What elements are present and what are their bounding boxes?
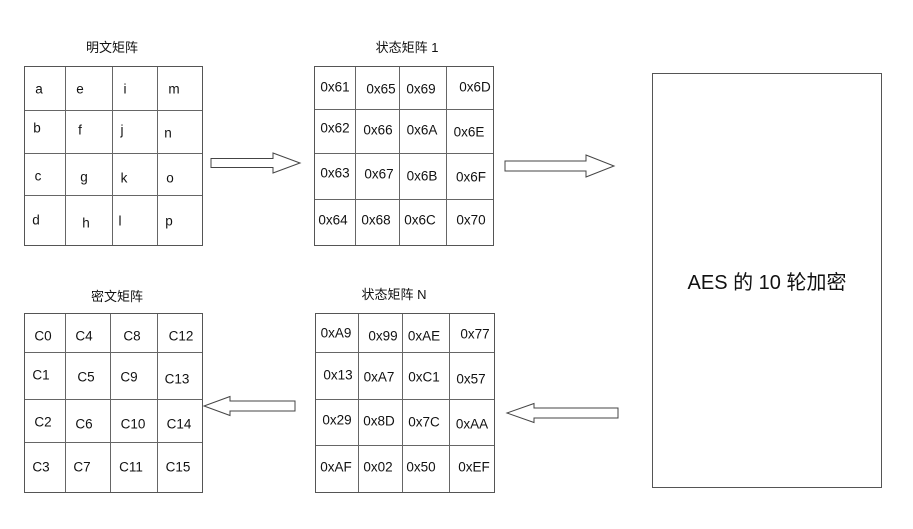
matrix-cell: C11	[119, 459, 143, 475]
matrix-cell: c	[34, 168, 42, 184]
matrix-cell: 0x13	[323, 367, 353, 383]
matrix-cell: C9	[120, 369, 138, 385]
matrix-cell: 0x50	[406, 459, 436, 475]
state-matrix-1-title: 状态矩阵 1	[375, 40, 439, 55]
matrix-cell: b	[33, 120, 41, 136]
right-arrow-icon	[210, 152, 302, 174]
matrix-cell: 0x7C	[408, 414, 440, 430]
matrix-cell: d	[32, 212, 40, 228]
matrix-cell: 0x6F	[455, 169, 487, 185]
left-arrow-icon	[202, 395, 296, 417]
matrix-cell: 0x77	[460, 326, 490, 342]
plaintext-matrix-title: 明文矩阵	[85, 40, 139, 55]
aes-encryption-label: AES 的 10 轮加密	[687, 272, 847, 294]
matrix-cell: 0x02	[363, 459, 393, 475]
aes-encryption-box: AES 的 10 轮加密	[652, 73, 882, 488]
matrix-cell: 0x6C	[404, 212, 436, 228]
matrix-cell: 0x63	[320, 165, 350, 181]
matrix-cell: C8	[123, 328, 141, 344]
state-matrix-n: 0xA9 0x99 0xAE 0x77 0x13 0xA7 0xC1 0x57 …	[315, 313, 495, 493]
ciphertext-matrix: C0 C4 C8 C12 C1 C5 C9 C13 C2 C6 C10 C14 …	[24, 313, 203, 493]
matrix-cell: C12	[168, 328, 194, 344]
matrix-cell: 0x99	[368, 328, 398, 344]
plaintext-matrix: a e i m b f j n c g k o d h l p	[24, 66, 203, 246]
matrix-cell: n	[164, 125, 172, 141]
matrix-cell: p	[165, 213, 173, 229]
matrix-cell: o	[166, 170, 174, 186]
matrix-cell: 0x64	[318, 212, 348, 228]
matrix-cell: 0xA7	[363, 369, 395, 385]
matrix-cell: 0x69	[406, 81, 436, 97]
matrix-cell: 0x6E	[453, 124, 485, 140]
matrix-cell: C2	[34, 414, 52, 430]
matrix-cell: 0x61	[320, 79, 350, 95]
ciphertext-matrix-title: 密文矩阵	[90, 289, 144, 304]
matrix-cell: 0x68	[361, 212, 391, 228]
matrix-cell: 0x6D	[459, 79, 491, 95]
matrix-cell: 0x70	[456, 212, 486, 228]
matrix-cell: g	[80, 169, 88, 185]
matrix-cell: C14	[166, 416, 192, 432]
matrix-cell: 0x57	[456, 371, 486, 387]
matrix-cell: a	[35, 81, 43, 97]
matrix-cell: C5	[77, 369, 95, 385]
matrix-cell: e	[76, 81, 84, 97]
matrix-cell: 0xAF	[320, 459, 352, 475]
matrix-cell: f	[78, 122, 82, 138]
matrix-cell: 0xC1	[408, 369, 440, 385]
matrix-cell: C7	[73, 459, 91, 475]
matrix-cell: C13	[164, 371, 190, 387]
matrix-cell: C6	[75, 416, 93, 432]
matrix-cell: h	[82, 215, 90, 231]
matrix-cell: 0x6A	[406, 122, 438, 138]
matrix-cell: k	[120, 170, 128, 186]
matrix-cell: 0x67	[364, 166, 394, 182]
matrix-cell: 0xAA	[455, 416, 489, 432]
matrix-cell: C10	[120, 416, 146, 432]
matrix-cell: C4	[75, 328, 93, 344]
matrix-cell: 0x6B	[406, 168, 438, 184]
matrix-cell: 0x29	[322, 412, 352, 428]
matrix-cell: C15	[165, 459, 191, 475]
matrix-cell: 0x62	[320, 120, 350, 136]
matrix-cell: C1	[32, 367, 50, 383]
right-arrow-icon	[504, 154, 616, 178]
matrix-cell: l	[118, 213, 122, 229]
matrix-cell: 0x65	[366, 81, 396, 97]
left-arrow-icon	[505, 402, 619, 424]
matrix-cell: C3	[32, 459, 50, 475]
matrix-cell: 0xA9	[320, 325, 352, 341]
matrix-cell: 0x8D	[363, 413, 395, 429]
matrix-cell: C0	[34, 328, 52, 344]
state-matrix-n-title: 状态矩阵 N	[361, 287, 427, 302]
matrix-cell: 0x66	[363, 122, 393, 138]
matrix-cell: i	[123, 81, 127, 97]
matrix-cell: m	[168, 81, 180, 97]
matrix-cell: 0xAE	[407, 328, 441, 344]
matrix-cell: j	[120, 122, 124, 138]
matrix-cell: 0xEF	[458, 459, 490, 475]
state-matrix-1: 0x61 0x65 0x69 0x6D 0x62 0x66 0x6A 0x6E …	[314, 66, 494, 246]
